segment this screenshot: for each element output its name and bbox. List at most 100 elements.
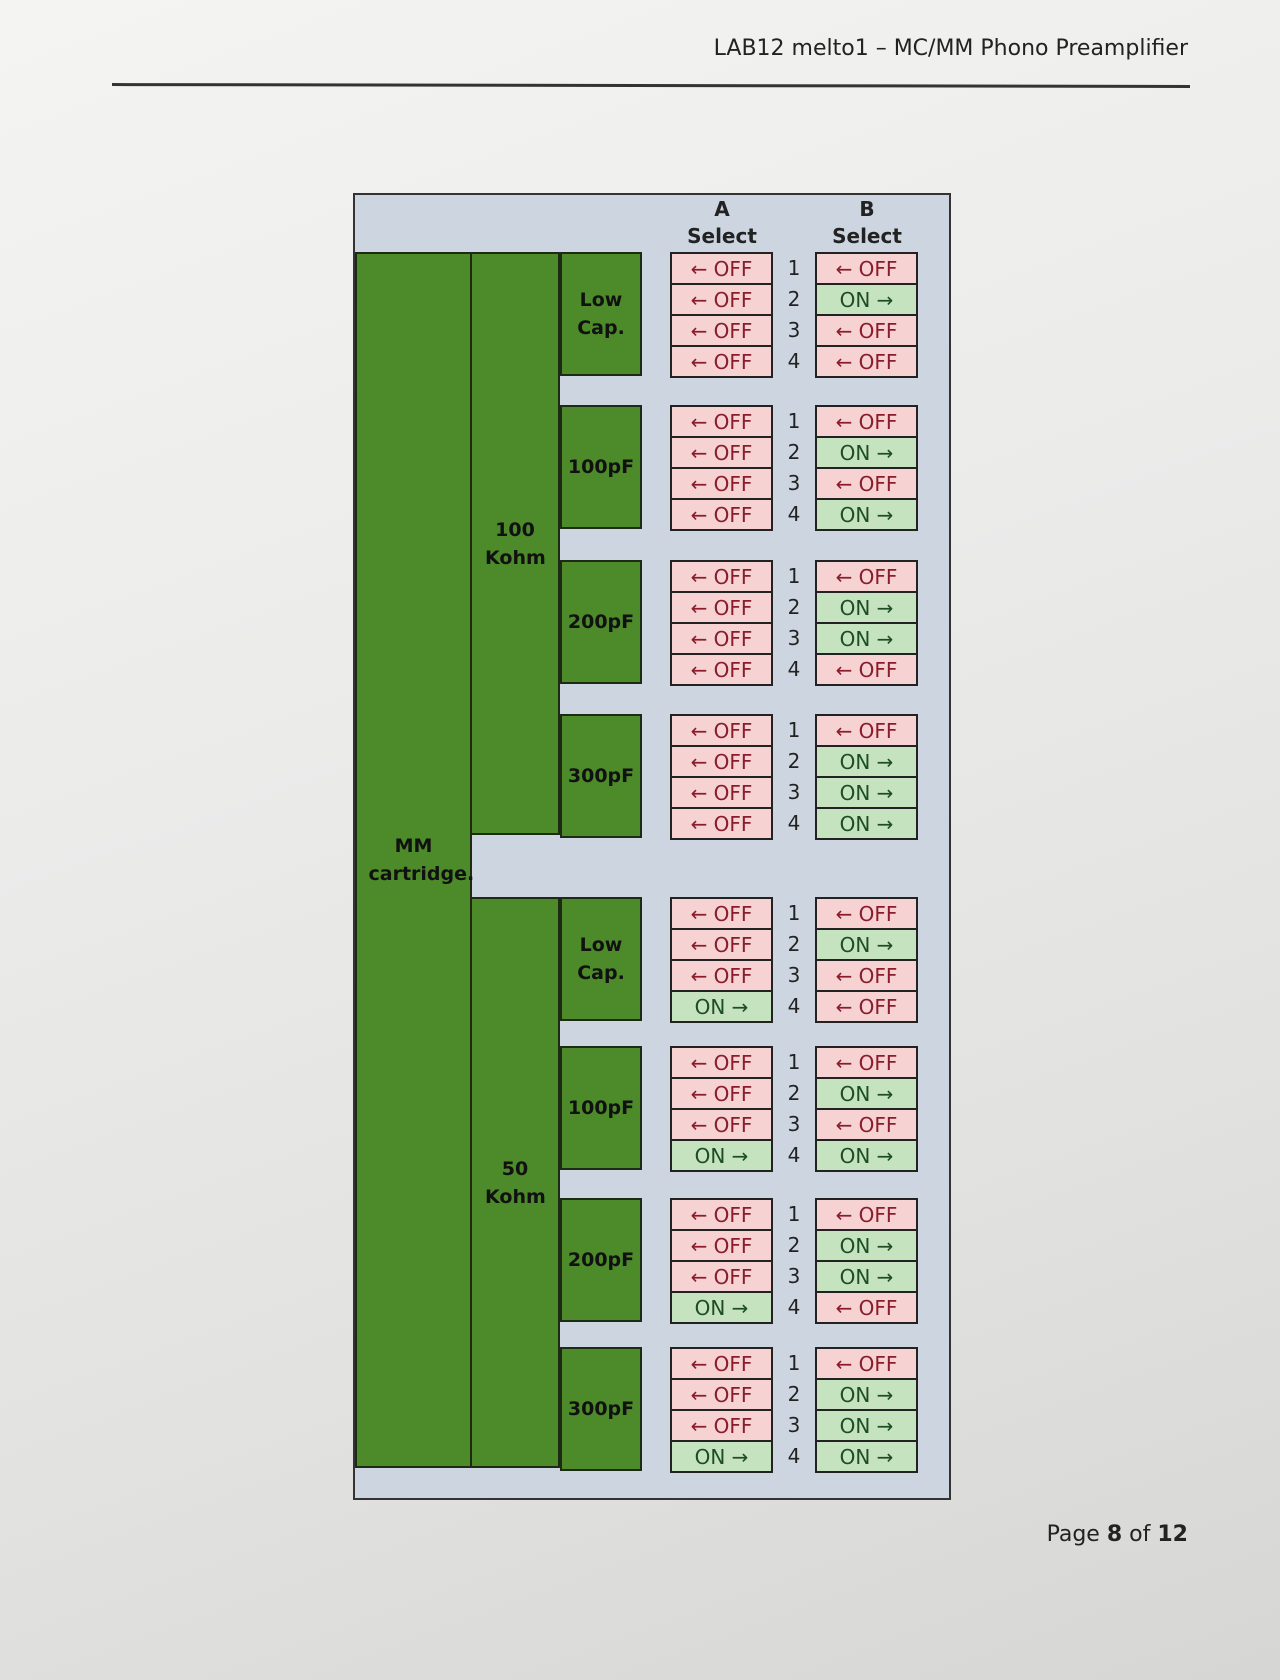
switch-3-state: ← OFF	[817, 1110, 916, 1139]
switch-3-state: ← OFF	[672, 1411, 771, 1440]
total-pages: 12	[1157, 1522, 1188, 1547]
page-of: of	[1129, 1522, 1151, 1547]
column-b-header: B Select	[817, 196, 917, 250]
switch-number: 3	[787, 1413, 801, 1437]
switch-number: 1	[787, 1351, 801, 1375]
switch-4-state: ← OFF	[817, 992, 916, 1021]
switch-1-state: ← OFF	[817, 1200, 916, 1229]
switch-3-state: ON →	[817, 778, 916, 807]
switch-number: 2	[787, 1382, 801, 1406]
switch-1-state: ← OFF	[672, 716, 771, 745]
switch-4-state: ← OFF	[672, 655, 771, 684]
switch-1-state: ← OFF	[672, 562, 771, 591]
switch-1-state: ← OFF	[817, 899, 916, 928]
switch-number: 1	[787, 901, 801, 925]
switch-number: 4	[787, 349, 801, 373]
switch-numbers: 1 2 3 4	[782, 1199, 806, 1323]
column-a-letter: A	[714, 197, 730, 221]
load-label: 50 Kohm	[485, 1157, 546, 1208]
capacitance-label: Low Cap.	[577, 289, 625, 339]
column-a-header: A Select	[672, 196, 772, 250]
switch-number: 4	[787, 657, 801, 681]
switch-2-state: ON →	[817, 438, 916, 467]
switch-2-state: ← OFF	[672, 438, 771, 467]
switch-4-state: ON →	[817, 1141, 916, 1170]
capacitance-block: 300pF	[560, 1347, 642, 1471]
switch-3-state: ← OFF	[672, 961, 771, 990]
switch-3-state: ← OFF	[672, 624, 771, 653]
switch-4-state: ← OFF	[817, 1293, 916, 1322]
switch-1-state: ← OFF	[817, 716, 916, 745]
switch-number: 1	[787, 1202, 801, 1226]
switch-number: 2	[787, 749, 801, 773]
current-page: 8	[1106, 1522, 1123, 1547]
switch-2-state: ← OFF	[672, 1380, 771, 1409]
switch-4-state: ON →	[672, 1293, 771, 1322]
capacitance-block: Low Cap.	[560, 897, 642, 1021]
switch-bank-a: ← OFF← OFF← OFF← OFF	[670, 405, 773, 531]
switch-1-state: ← OFF	[672, 899, 771, 928]
switch-4-state: ← OFF	[672, 500, 771, 529]
page-number: Page 8 of 12	[1047, 1522, 1188, 1547]
mm-cartridge-label: MM cartridge.	[368, 835, 475, 885]
switch-2-state: ← OFF	[672, 593, 771, 622]
switch-number: 2	[787, 1233, 801, 1257]
switch-1-state: ← OFF	[817, 1048, 916, 1077]
switch-4-state: ON →	[672, 1442, 771, 1471]
switch-4-state: ON →	[672, 1141, 771, 1170]
switch-4-state: ON →	[672, 992, 771, 1021]
switch-number: 2	[787, 595, 801, 619]
switch-2-state: ON →	[817, 1079, 916, 1108]
capacitance-label: Low Cap.	[577, 934, 625, 984]
switch-3-state: ← OFF	[672, 316, 771, 345]
switch-number: 1	[787, 564, 801, 588]
switch-3-state: ON →	[817, 1262, 916, 1291]
switch-numbers: 1 2 3 4	[782, 715, 806, 839]
switch-4-state: ← OFF	[672, 347, 771, 376]
switch-4-state: ON →	[817, 1442, 916, 1471]
column-b-label: Select	[832, 224, 902, 248]
capacitance-block: 100pF	[560, 1046, 642, 1170]
page-prefix: Page	[1046, 1522, 1100, 1547]
capacitance-block: 100pF	[560, 405, 642, 529]
switch-2-state: ← OFF	[672, 1231, 771, 1260]
switch-number: 1	[787, 718, 801, 742]
switch-bank-a: ← OFF← OFF← OFF← OFF	[670, 714, 773, 840]
switch-number: 1	[787, 409, 801, 433]
switch-number: 4	[787, 811, 801, 835]
switch-2-state: ON →	[817, 747, 916, 776]
switch-number: 4	[787, 1295, 801, 1319]
load-label: 100 Kohm	[485, 518, 546, 569]
capacitance-label: 100pF	[567, 456, 635, 478]
switch-number: 2	[787, 932, 801, 956]
switch-4-state: ← OFF	[817, 347, 916, 376]
capacitance-block: 300pF	[560, 714, 642, 838]
switch-1-state: ← OFF	[672, 1048, 771, 1077]
switch-number: 3	[787, 1264, 801, 1288]
capacitance-block: 200pF	[560, 560, 642, 684]
column-a-label: Select	[687, 224, 757, 248]
capacitance-label: 300pF	[567, 1398, 635, 1420]
switch-number: 3	[787, 780, 801, 804]
switch-number: 1	[787, 1050, 801, 1074]
switch-number: 2	[787, 440, 801, 464]
switch-3-state: ← OFF	[817, 469, 916, 498]
switch-3-state: ← OFF	[672, 778, 771, 807]
switch-number: 3	[787, 471, 801, 495]
capacitance-block: 200pF	[560, 1198, 642, 1322]
switch-2-state: ← OFF	[672, 285, 771, 314]
capacitance-label: 200pF	[567, 1249, 635, 1271]
switch-2-state: ON →	[817, 1380, 916, 1409]
capacitance-label: 300pF	[567, 765, 635, 787]
switch-bank-a: ← OFF← OFF← OFF← OFF	[670, 252, 773, 378]
switch-bank-a: ← OFF← OFF← OFF← OFF	[670, 560, 773, 686]
